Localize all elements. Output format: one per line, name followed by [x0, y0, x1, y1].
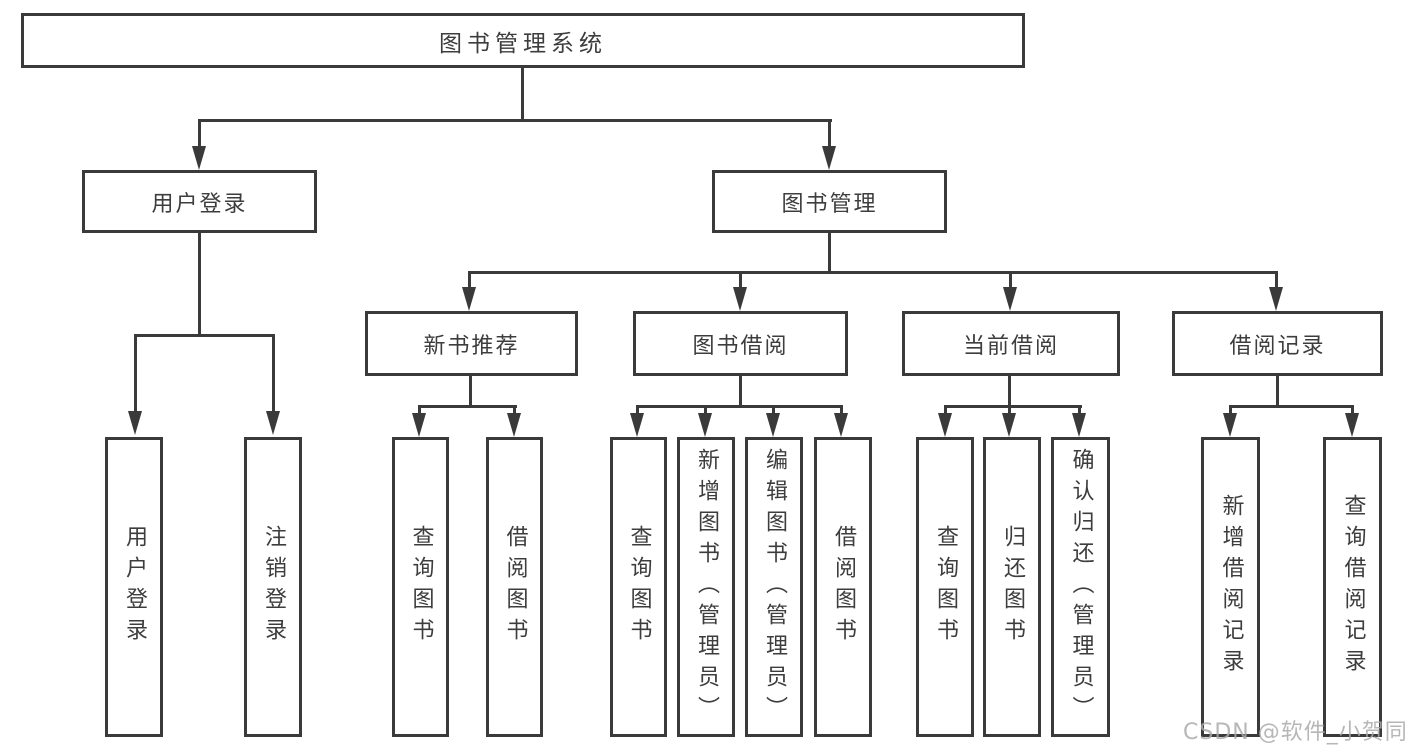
- leaf-user-login: 用户登录: [105, 437, 163, 737]
- leaf-confirm-return-admin: 确认归还（管理员）: [1051, 437, 1110, 737]
- connector-drop: [944, 405, 947, 417]
- arrow-down-icon: [1002, 413, 1016, 437]
- connector-drop-leaf-user-login: [134, 334, 137, 414]
- arrow-down-icon: [1072, 413, 1086, 437]
- connector-drop-current-borrow: [1009, 271, 1012, 291]
- leaf-borrow-books-recommend: 借阅图书: [486, 437, 543, 737]
- leaf-logout-login: 注销登录: [244, 437, 302, 737]
- leaf-query-books-borrow: 查询图书: [610, 437, 667, 737]
- node-book-borrowing: 图书借阅: [633, 311, 848, 376]
- connector-user-login-stem: [198, 230, 201, 337]
- connector-drop: [1008, 405, 1011, 417]
- arrow-down-icon: [1269, 287, 1283, 311]
- arrow-down-icon: [192, 146, 206, 170]
- connector-book-management-stem: [828, 230, 831, 274]
- node-new-book-recommendation: 新书推荐: [365, 311, 578, 376]
- node-label: 编辑图书（管理员）: [762, 447, 787, 727]
- connector-drop: [1078, 405, 1081, 417]
- connector-book-management-crossbar: [468, 271, 1278, 274]
- node-label: 借阅记录: [1229, 333, 1326, 359]
- arrow-down-icon: [128, 411, 142, 435]
- connector-drop-book-management: [828, 119, 831, 150]
- node-label: 借阅图书: [502, 525, 528, 649]
- arrow-down-icon: [266, 411, 280, 435]
- node-label: 当前借阅: [962, 333, 1059, 359]
- node-user-login: 用户登录: [82, 170, 317, 233]
- node-label: 图书管理系统: [439, 30, 607, 57]
- leaf-query-books-current: 查询图书: [916, 437, 974, 737]
- node-label: 新书推荐: [423, 333, 520, 359]
- connector-user-login-crossbar: [134, 334, 275, 337]
- node-current-borrowing: 当前借阅: [902, 311, 1120, 376]
- node-label: 新增借阅记录: [1218, 494, 1244, 680]
- connector-drop-user-login: [198, 119, 201, 150]
- connector-new-book-crossbar: [418, 405, 517, 408]
- node-label: 用户登录: [151, 191, 248, 217]
- arrow-down-icon: [1003, 287, 1017, 311]
- connector-drop-leaf-logout: [272, 334, 275, 414]
- connector-drop-new-book: [468, 271, 471, 291]
- arrow-down-icon: [507, 413, 521, 437]
- node-label: 用户登录: [122, 525, 147, 649]
- leaf-query-borrow-record: 查询借阅记录: [1323, 437, 1382, 737]
- connector-borrow-records-crossbar: [1229, 405, 1354, 408]
- connector-drop: [840, 405, 843, 417]
- leaf-edit-books-admin: 编辑图书（管理员）: [745, 437, 803, 737]
- arrow-down-icon: [766, 413, 780, 437]
- connector-drop-borrow-records: [1275, 271, 1278, 291]
- leaf-add-borrow-record: 新增借阅记录: [1201, 437, 1260, 737]
- arrow-down-icon: [698, 413, 712, 437]
- connector-drop: [772, 405, 775, 417]
- node-label: 图书管理: [781, 191, 878, 217]
- connector-root-crossbar: [198, 119, 832, 122]
- connector-drop: [418, 405, 421, 417]
- arrow-down-icon: [834, 413, 848, 437]
- node-label: 借阅图书: [831, 525, 856, 649]
- arrow-down-icon: [1223, 413, 1237, 437]
- connector-drop: [1229, 405, 1232, 417]
- arrow-down-icon: [822, 146, 836, 170]
- node-label: 查询图书: [408, 525, 434, 649]
- arrow-down-icon: [733, 287, 747, 311]
- connector-drop: [636, 405, 639, 417]
- connector-drop: [704, 405, 707, 417]
- node-label: 归还图书: [1000, 525, 1025, 649]
- connector-drop: [1351, 405, 1354, 417]
- node-label: 查询借阅记录: [1340, 494, 1366, 680]
- connector-drop: [513, 405, 516, 417]
- leaf-add-books-admin: 新增图书（管理员）: [677, 437, 735, 737]
- arrow-down-icon: [1345, 413, 1359, 437]
- leaf-borrow-books: 借阅图书: [814, 437, 872, 737]
- leaf-return-books: 归还图书: [983, 437, 1041, 737]
- connector-new-book-stem: [469, 373, 472, 408]
- connector-current-borrow-stem: [1008, 373, 1011, 408]
- connector-current-borrow-crossbar: [944, 405, 1082, 408]
- arrow-down-icon: [462, 287, 476, 311]
- node-label: 查询图书: [933, 525, 958, 649]
- node-label: 图书借阅: [692, 333, 789, 359]
- watermark: CSDN @软件_小贺同学: [1183, 720, 1405, 745]
- connector-book-borrow-crossbar: [636, 405, 843, 408]
- connector-drop-book-borrow: [739, 271, 742, 291]
- node-borrowing-records: 借阅记录: [1172, 311, 1383, 376]
- arrow-down-icon: [412, 413, 426, 437]
- node-label: 新增图书（管理员）: [694, 447, 719, 727]
- node-label: 查询图书: [626, 525, 652, 649]
- connector-borrow-records-stem: [1276, 373, 1279, 408]
- node-label: 确认归还（管理员）: [1068, 447, 1094, 727]
- leaf-query-books-recommend: 查询图书: [392, 437, 449, 737]
- arrow-down-icon: [938, 413, 952, 437]
- connector-book-borrow-stem: [739, 373, 742, 408]
- connector-root-stem: [521, 65, 524, 122]
- arrow-down-icon: [630, 413, 644, 437]
- node-label: 注销登录: [261, 525, 286, 649]
- node-library-management-system: 图书管理系统: [21, 13, 1025, 68]
- node-book-management: 图书管理: [712, 170, 947, 233]
